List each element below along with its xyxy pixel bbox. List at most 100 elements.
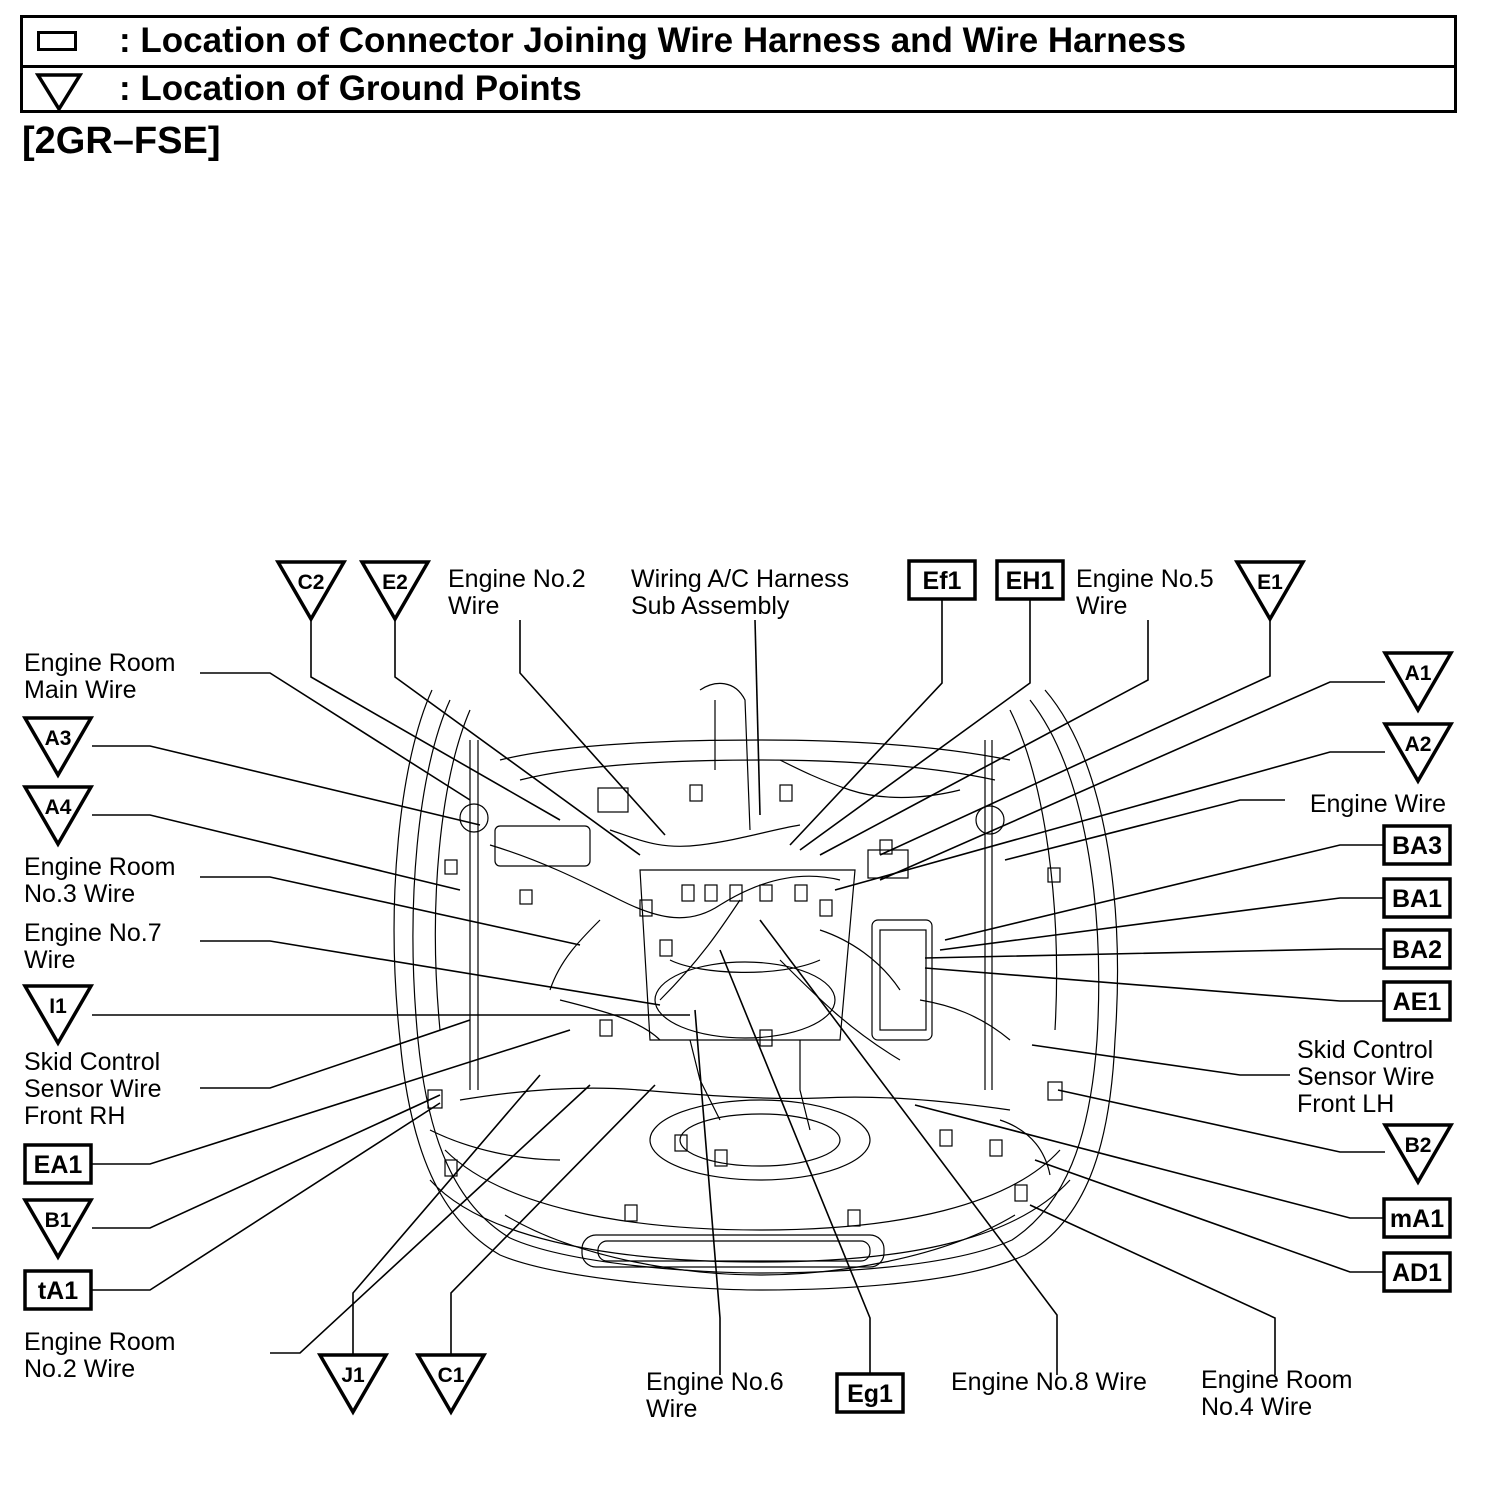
leader-line (754, 619, 761, 816)
leader-line (924, 948, 1384, 959)
leader-line (694, 1009, 721, 1375)
legend-connector-label: : Location of Connector Joining Wire Har… (119, 21, 1187, 60)
ground-triangle-icon (274, 560, 348, 623)
connector-box-icon (907, 559, 977, 601)
leader-line (1004, 799, 1285, 861)
ground-triangle-icon (21, 1198, 95, 1261)
leader-line (799, 600, 1031, 851)
connector-eh1: EH1 (995, 559, 1065, 601)
leader-line (1031, 1044, 1290, 1076)
ground-label: E1 (1257, 571, 1283, 594)
leader-line (450, 1084, 656, 1355)
ground-triangle-icon (1381, 722, 1455, 785)
leader-line (1057, 1089, 1385, 1153)
leader-line (789, 600, 943, 846)
ground-j1: J1 (316, 1353, 390, 1416)
connector-label: BA1 (1392, 885, 1442, 913)
connector-ae1: AE1 (1382, 980, 1452, 1022)
leader-line (200, 672, 471, 801)
leader-line (310, 619, 561, 821)
leader-line (879, 619, 1271, 856)
ground-triangle-icon (21, 716, 95, 779)
ground-b1: B1 (21, 1198, 95, 1261)
ground-triangle-icon (1233, 560, 1307, 623)
connector-box-icon (1382, 824, 1452, 866)
ground-a1: A1 (1381, 651, 1455, 714)
ground-triangle-icon (21, 984, 95, 1047)
connector-ba2: BA2 (1382, 928, 1452, 970)
leader-line (1029, 1204, 1276, 1375)
ground-triangle-icon (316, 1353, 390, 1416)
ground-label: B1 (45, 1209, 72, 1232)
connector-ta1: tA1 (23, 1269, 93, 1311)
leader-line (944, 844, 1384, 941)
connector-label: BA3 (1392, 832, 1442, 860)
leader-line (924, 967, 1384, 1002)
connector-box-icon (995, 559, 1065, 601)
leader-line (270, 1084, 591, 1354)
connector-box-icon (835, 1372, 905, 1414)
leader-line (352, 1074, 541, 1355)
ground-e2: E2 (358, 560, 432, 623)
leader-line (819, 620, 1149, 856)
connector-ma1: mA1 (1382, 1197, 1452, 1239)
connector-ba1: BA1 (1382, 877, 1452, 919)
ground-label: A1 (1405, 662, 1432, 685)
ground-triangle-icon (358, 560, 432, 623)
leader-line (759, 919, 1058, 1375)
leader-line (200, 940, 661, 1006)
engine-room-drawing (393, 682, 1119, 1291)
leader-line (939, 897, 1384, 951)
connector-box-icon (23, 1143, 93, 1185)
wire-label-engine-wire: Engine Wire (1310, 790, 1446, 818)
connector-box-icon (23, 1269, 93, 1311)
ground-e1: E1 (1233, 560, 1307, 623)
leader-line (200, 876, 581, 946)
legend-ground-label: : Location of Ground Points (119, 69, 582, 108)
ground-triangle-icon (414, 1353, 488, 1416)
ground-label: J1 (341, 1364, 365, 1387)
connector-label: BA2 (1392, 936, 1442, 964)
leader-line (1034, 1159, 1384, 1273)
legend-ground-row: : Location of Ground Points (23, 66, 1454, 113)
connector-label: EA1 (34, 1151, 83, 1179)
ground-triangle-icon (1381, 651, 1455, 714)
leader-line (879, 681, 1385, 881)
connector-box-icon (1382, 877, 1452, 919)
connector-ea1: EA1 (23, 1143, 93, 1185)
ground-label: A2 (1405, 733, 1432, 756)
legend: : Location of Connector Joining Wire Har… (20, 15, 1457, 113)
connector-ba3: BA3 (1382, 824, 1452, 866)
ground-c1: C1 (414, 1353, 488, 1416)
leader-lines (92, 600, 1385, 1375)
ground-label: A3 (45, 727, 72, 750)
ground-triangle-icon (35, 73, 83, 112)
connector-box-icon (37, 31, 77, 51)
leader-line (519, 620, 666, 836)
connector-label: mA1 (1390, 1205, 1444, 1233)
leader-line (394, 619, 641, 856)
connector-label: tA1 (38, 1277, 78, 1305)
ground-label: A4 (45, 796, 72, 819)
leader-line (92, 1102, 441, 1291)
ground-triangle-icon (21, 785, 95, 848)
connector-label: EH1 (1006, 567, 1055, 595)
leader-line (719, 949, 871, 1374)
connector-label: AD1 (1392, 1259, 1442, 1287)
engine-model-title: [2GR–FSE] (22, 120, 221, 162)
ground-label: I1 (49, 995, 67, 1018)
legend-connector-row: : Location of Connector Joining Wire Har… (23, 18, 1454, 68)
leader-line (834, 751, 1385, 891)
connector-label: AE1 (1393, 988, 1442, 1016)
ground-a2: A2 (1381, 722, 1455, 785)
wire-label-engine-no-8-wire: Engine No.8 Wire (951, 1368, 1147, 1396)
